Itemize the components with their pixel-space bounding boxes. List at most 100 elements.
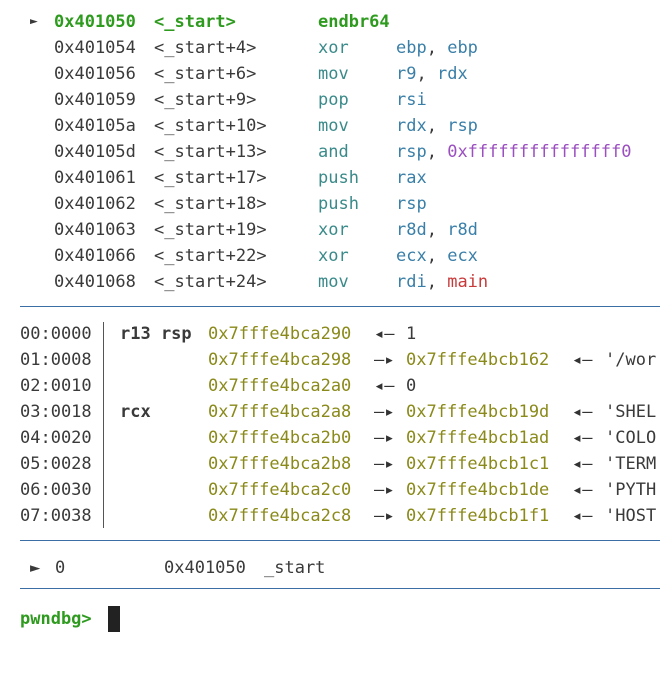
- disasm-address: 0x401063: [54, 220, 136, 240]
- section-divider-stack-backtrace: [20, 540, 660, 541]
- stack-value: 'HOST: [605, 506, 657, 526]
- disasm-address: 0x401061: [54, 168, 136, 188]
- stack-offset: 05:0028: [20, 454, 92, 474]
- disasm-address: 0x40105a: [54, 116, 136, 136]
- stack-offset-divider: [103, 322, 104, 528]
- stack-address: 0x7fffe4bca298: [208, 350, 352, 370]
- stack-offset: 07:0038: [20, 506, 92, 526]
- operand-token: rsp: [396, 194, 427, 214]
- operand-token: rdi: [396, 272, 427, 292]
- disasm-symbol: <_start+9>: [154, 90, 257, 110]
- stack-deref-arrow-icon: ◂—: [572, 428, 593, 448]
- disasm-address: 0x401068: [54, 272, 136, 292]
- disasm-symbol: <_start+6>: [154, 64, 257, 84]
- stack-offset: 04:0020: [20, 428, 92, 448]
- stack-address: 0x7fffe4bca2b0: [208, 428, 352, 448]
- stack-value: 0: [406, 376, 417, 396]
- stack-register-labels: r13 rsp: [120, 324, 192, 344]
- operand-token: rax: [396, 168, 427, 188]
- disasm-mnemonic: xor: [318, 246, 349, 266]
- disasm-operands: rdi, main: [396, 269, 488, 295]
- stack-deref-arrow-icon: ◂—: [572, 350, 593, 370]
- stack-value: 'TERM: [605, 454, 657, 474]
- backtrace-address: 0x401050: [164, 558, 246, 578]
- disasm-symbol: <_start>: [154, 12, 236, 32]
- operand-token: ecx: [396, 246, 427, 266]
- stack-offset: 00:0000: [20, 324, 92, 344]
- operand-separator: ,: [426, 220, 448, 240]
- backtrace-frame-index: 0: [55, 558, 66, 578]
- operand-token: rsp: [396, 142, 427, 162]
- stack-value: 'COLO: [605, 428, 657, 448]
- operand-separator: ,: [426, 38, 448, 58]
- disasm-address: 0x401059: [54, 90, 136, 110]
- stack-pointer-arrow-icon: ◂—: [374, 376, 395, 396]
- stack-address: 0x7fffe4bca2c0: [208, 480, 352, 500]
- stack-pointer-arrow-icon: ◂—: [374, 324, 395, 344]
- disasm-mnemonic: xor: [318, 38, 349, 58]
- operand-token: rdx: [436, 64, 468, 84]
- disasm-mnemonic: xor: [318, 220, 349, 240]
- operand-separator: ,: [426, 116, 448, 136]
- stack-value: '/wor: [605, 350, 657, 370]
- disasm-symbol: <_start+10>: [154, 116, 267, 136]
- disasm-symbol: <_start+19>: [154, 220, 267, 240]
- disasm-mnemonic: mov: [318, 272, 349, 292]
- command-prompt-line[interactable]: pwndbg>: [0, 606, 92, 632]
- operand-token: ebp: [396, 38, 427, 58]
- disasm-operands: r8d, r8d: [396, 217, 478, 243]
- stack-register-labels: rcx: [120, 402, 151, 422]
- stack-address: 0x7fffe4bca290: [208, 324, 352, 344]
- backtrace-marker-icon: ►: [30, 558, 41, 578]
- operand-token: rsp: [447, 116, 478, 136]
- operand-token: r8d: [447, 220, 478, 240]
- stack-pointed-address: 0x7fffe4bcb162: [406, 350, 550, 370]
- stack-deref-arrow-icon: ◂—: [572, 480, 593, 500]
- stack-pointer-arrow-icon: —▸: [374, 402, 395, 422]
- disasm-operands: rsi: [396, 87, 427, 113]
- stack-deref-arrow-icon: ◂—: [572, 402, 593, 422]
- disasm-symbol: <_start+22>: [154, 246, 267, 266]
- stack-offset: 03:0018: [20, 402, 92, 422]
- disasm-symbol: <_start+13>: [154, 142, 267, 162]
- backtrace-symbol: _start: [264, 558, 326, 578]
- disasm-operands: r9, rdx: [396, 61, 468, 87]
- disasm-mnemonic: push: [318, 194, 359, 214]
- stack-pointer-arrow-icon: —▸: [374, 428, 395, 448]
- stack-pointer-arrow-icon: —▸: [374, 454, 395, 474]
- operand-token: main: [447, 272, 489, 292]
- disasm-address: 0x401054: [54, 38, 136, 58]
- stack-value: 'SHEL: [605, 402, 657, 422]
- disasm-operands: rsp: [396, 191, 427, 217]
- stack-value: 'PYTH: [605, 480, 657, 500]
- disasm-address: 0x401050: [54, 12, 136, 32]
- operand-separator: ,: [426, 272, 448, 292]
- operand-token: ecx: [447, 246, 478, 266]
- operand-separator: ,: [426, 142, 448, 162]
- disasm-mnemonic: endbr64: [318, 12, 390, 32]
- stack-value: 1: [406, 324, 417, 344]
- backtrace-row: ► 0 0x401050 _start: [0, 555, 325, 581]
- terminal-cursor[interactable]: [108, 606, 120, 632]
- disasm-operands: rdx, rsp: [396, 113, 478, 139]
- disasm-symbol: <_start+4>: [154, 38, 257, 58]
- disasm-mnemonic: and: [318, 142, 349, 162]
- disasm-mnemonic: push: [318, 168, 359, 188]
- stack-address: 0x7fffe4bca2a0: [208, 376, 352, 396]
- operand-token: rsi: [396, 90, 427, 110]
- stack-address: 0x7fffe4bca2a8: [208, 402, 352, 422]
- disasm-mnemonic: mov: [318, 64, 349, 84]
- disasm-operands: rsp, 0xfffffffffffffff0: [396, 139, 631, 165]
- stack-pointed-address: 0x7fffe4bcb1f1: [406, 506, 550, 526]
- operand-token: 0xfffffffffffffff0: [447, 142, 632, 162]
- stack-pointed-address: 0x7fffe4bcb1de: [406, 480, 550, 500]
- operand-token: r9: [396, 64, 417, 84]
- stack-deref-arrow-icon: ◂—: [572, 506, 593, 526]
- stack-pointed-address: 0x7fffe4bcb1ad: [406, 428, 550, 448]
- disasm-symbol: <_start+18>: [154, 194, 267, 214]
- operand-token: ebp: [447, 38, 478, 58]
- stack-offset: 01:0008: [20, 350, 92, 370]
- stack-pointed-address: 0x7fffe4bcb1c1: [406, 454, 550, 474]
- stack-offset: 06:0030: [20, 480, 92, 500]
- disasm-mnemonic: pop: [318, 90, 349, 110]
